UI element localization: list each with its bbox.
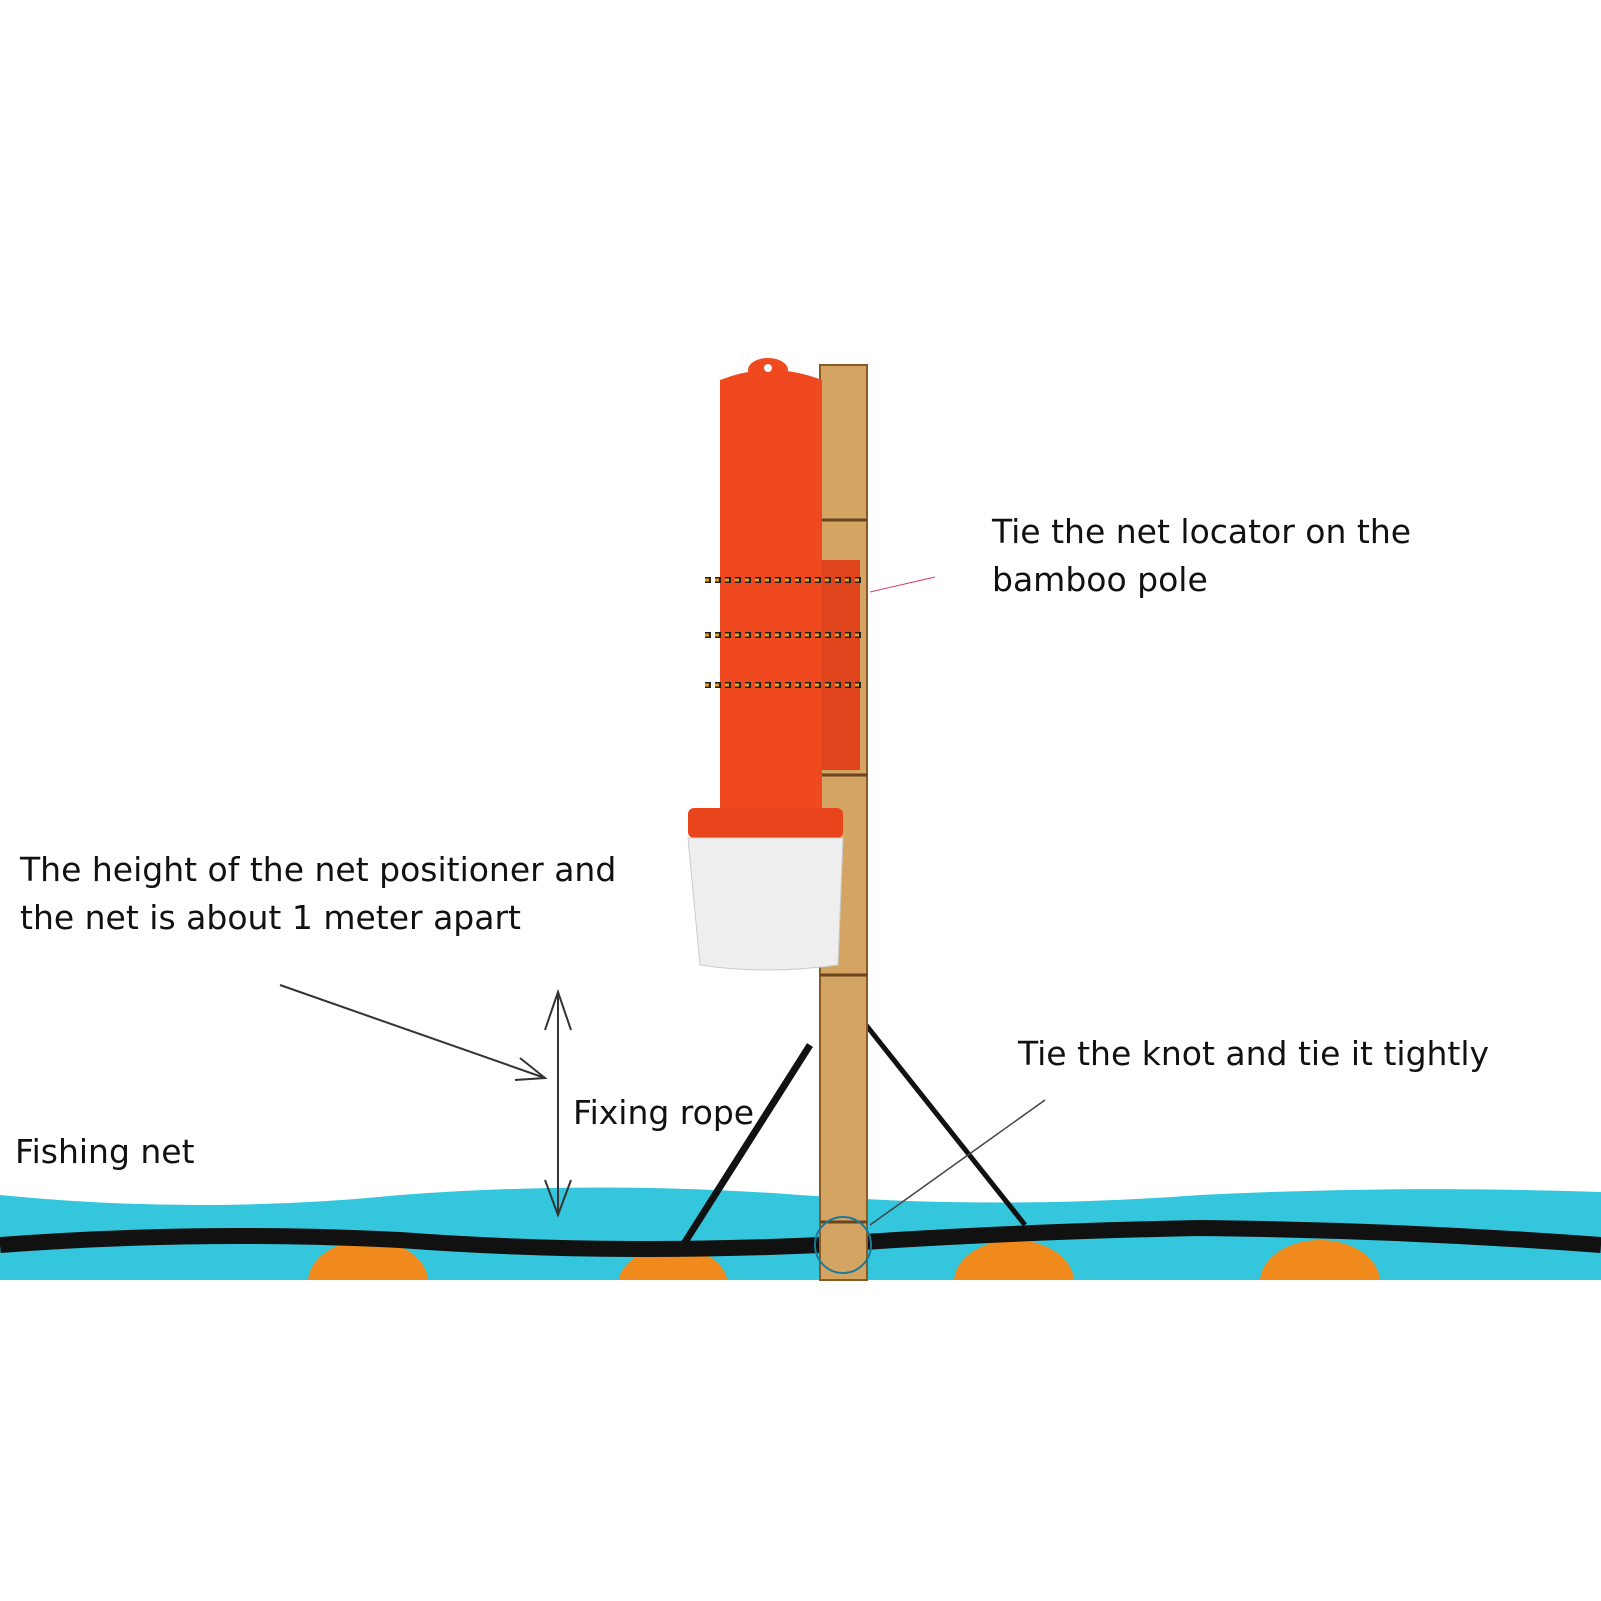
locator-lamp-cap xyxy=(687,837,844,971)
tie-locator-label: Tie the net locator on the bamboo pole xyxy=(992,508,1411,604)
label-line: The height of the net positioner and xyxy=(20,850,617,889)
knot-marker xyxy=(814,1216,872,1274)
knot-pointer-arrow xyxy=(869,1099,1046,1226)
locator-mount xyxy=(815,560,860,770)
label-line: the net is about 1 meter apart xyxy=(20,898,521,937)
tie-knot-label: Tie the knot and tie it tightly xyxy=(1018,1034,1490,1073)
locator-body xyxy=(720,370,822,815)
height-label: The height of the net positioner and the… xyxy=(20,846,616,942)
height-pointer-arrow xyxy=(279,984,546,1079)
label-line: bamboo pole xyxy=(992,560,1208,599)
fishing-net-label: Fishing net xyxy=(15,1132,195,1171)
net-locator xyxy=(687,358,865,971)
fixing-rope-label: Fixing rope xyxy=(573,1093,755,1132)
fixing-rope-right xyxy=(864,1023,1027,1227)
label-line: Tie the net locator on the xyxy=(992,512,1412,551)
fixing-rope-left xyxy=(677,1043,813,1252)
locator-collar xyxy=(688,808,843,838)
locator-pointer xyxy=(869,576,936,593)
